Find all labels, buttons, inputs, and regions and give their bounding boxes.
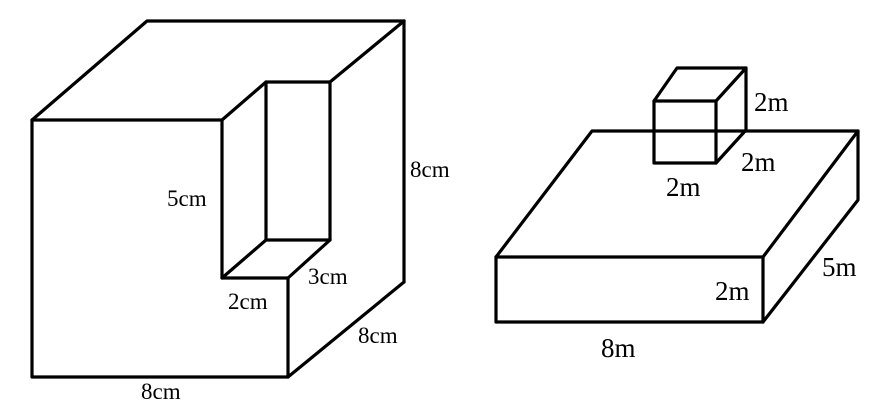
small-cube-right-edge bbox=[714, 66, 748, 165]
slab-depth-label: 5m bbox=[822, 252, 857, 282]
notched-cube bbox=[30, 19, 406, 379]
height-label: 8cm bbox=[410, 157, 450, 182]
front-face-outline bbox=[30, 118, 290, 379]
slab-height-label: 2m bbox=[715, 276, 750, 306]
slab-with-cube bbox=[494, 66, 860, 324]
notch-width-label: 2cm bbox=[228, 289, 268, 314]
slab-width-label: 8m bbox=[601, 333, 636, 363]
top-right-edge-to-notch bbox=[328, 19, 406, 84]
notch-floor-edges bbox=[220, 238, 268, 280]
bottom-right-edge bbox=[286, 280, 406, 379]
slab-top-back-edges bbox=[494, 129, 860, 259]
small-cube-top-and-side bbox=[652, 66, 748, 103]
depth-label: 8cm bbox=[358, 323, 398, 348]
cube-width-label: 2m bbox=[666, 172, 701, 202]
notch-floor-front-edge bbox=[286, 238, 332, 280]
cube-height-label: 2m bbox=[754, 87, 789, 117]
notch-height-label: 5cm bbox=[167, 186, 207, 211]
slab-right-edges bbox=[761, 129, 860, 324]
notch-depth-label: 3cm bbox=[308, 264, 348, 289]
top-face-back-edges bbox=[30, 19, 406, 122]
cube-depth-label: 2m bbox=[741, 147, 776, 177]
notch-back-wall bbox=[264, 80, 332, 242]
notch-top-edges bbox=[220, 80, 332, 122]
width-label: 8cm bbox=[141, 379, 181, 400]
